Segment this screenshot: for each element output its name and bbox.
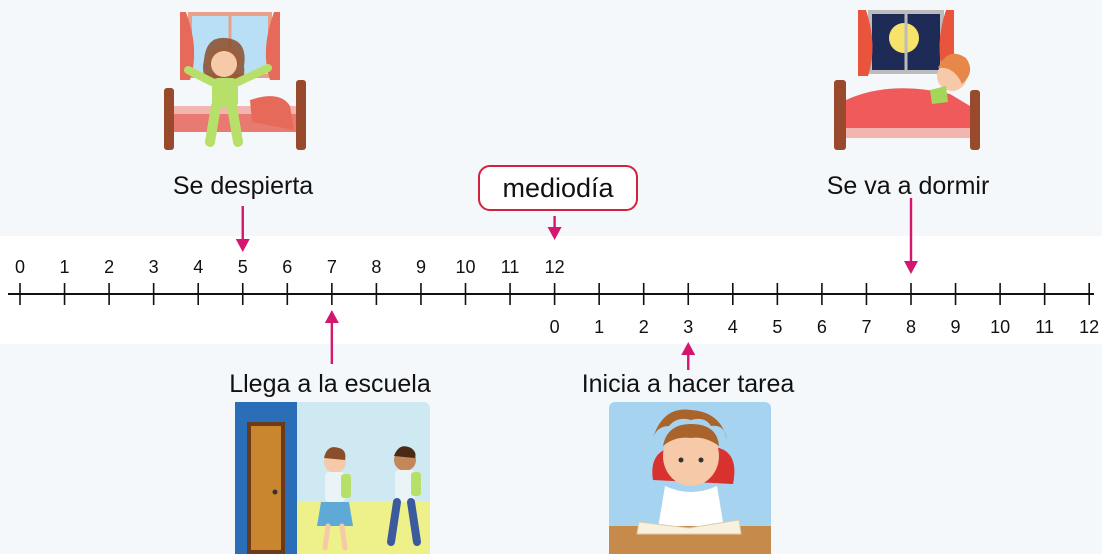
kids-arriving-school-icon — [235, 402, 430, 554]
afternoon-tick-label: 1 — [594, 317, 604, 337]
noon-label: mediodía — [502, 172, 614, 203]
afternoon-tick-label: 3 — [683, 317, 693, 337]
afternoon-tick-label: 2 — [639, 317, 649, 337]
school-arrow — [324, 310, 339, 364]
sleep-label: Se va a dormir — [826, 172, 990, 200]
sleep-arrow — [904, 198, 918, 274]
morning-tick-label: 0 — [15, 257, 25, 277]
homework-arrow — [681, 342, 696, 370]
homework-label: Inicia a hacer tarea — [581, 370, 795, 398]
afternoon-tick-label: 10 — [990, 317, 1010, 337]
afternoon-tick-label: 8 — [906, 317, 916, 337]
morning-tick-label: 3 — [149, 257, 159, 277]
noon-label-box: mediodía — [478, 165, 638, 211]
morning-tick-label: 4 — [193, 257, 203, 277]
morning-tick-label: 2 — [104, 257, 114, 277]
afternoon-tick-label: 12 — [1079, 317, 1099, 337]
boy-doing-homework-icon — [609, 402, 771, 554]
noon-arrow — [547, 216, 562, 240]
afternoon-tick-label: 9 — [951, 317, 961, 337]
morning-tick-label: 6 — [282, 257, 292, 277]
wake-arrow — [235, 206, 250, 252]
morning-tick-label: 9 — [416, 257, 426, 277]
afternoon-tick-label: 11 — [1035, 317, 1054, 337]
morning-tick-label: 5 — [238, 257, 248, 277]
girl-waking-up-icon — [164, 12, 306, 150]
afternoon-tick-label: 0 — [550, 317, 560, 337]
morning-tick-label: 7 — [327, 257, 337, 277]
morning-tick-label: 12 — [545, 257, 565, 277]
morning-tick-label: 1 — [60, 257, 70, 277]
wake-label: Se despierta — [172, 172, 314, 200]
morning-tick-label: 11 — [501, 257, 520, 277]
afternoon-tick-label: 5 — [772, 317, 782, 337]
afternoon-tick-label: 4 — [728, 317, 738, 337]
morning-tick-label: 10 — [455, 257, 475, 277]
afternoon-tick-label: 7 — [861, 317, 871, 337]
school-label: Llega a la escuela — [229, 370, 431, 398]
timeline-band — [0, 236, 1102, 344]
afternoon-tick-label: 6 — [817, 317, 827, 337]
morning-tick-label: 8 — [371, 257, 381, 277]
boy-sleeping-icon — [834, 10, 980, 150]
